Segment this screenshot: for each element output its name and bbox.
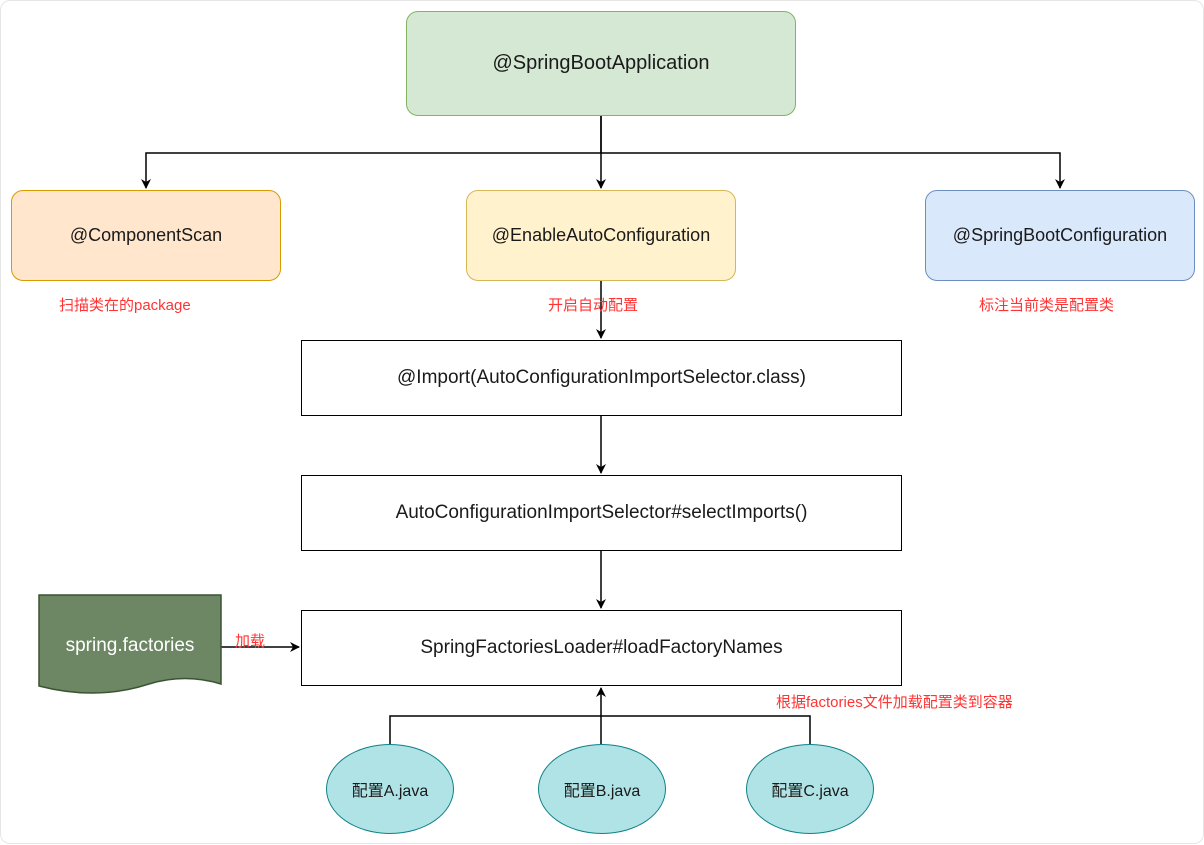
load-to-container-note: 根据factories文件加载配置类到容器 <box>776 694 1013 711</box>
component-scan-label: @ComponentScan <box>69 225 223 245</box>
select-imports-label: AutoConfigurationImportSelector#selectIm… <box>395 502 808 523</box>
config-a-node: 配置A.java <box>326 744 454 834</box>
config-a-label: 配置A.java <box>351 783 429 800</box>
component-scan-note: 扫描类在的package <box>59 297 191 314</box>
enable-auto-configuration-note: 开启自动配置 <box>548 297 639 314</box>
enable-auto-configuration-label: @EnableAutoConfiguration <box>491 225 711 245</box>
spring-boot-configuration-label: @SpringBootConfiguration <box>952 225 1168 245</box>
edge-config-a-to-loader <box>389 715 601 744</box>
spring-boot-configuration-node: @SpringBootConfiguration <box>925 190 1195 281</box>
spring-boot-application-label: @SpringBootApplication <box>492 52 710 74</box>
edge-config-c-to-loader <box>601 715 811 744</box>
edge-app-to-spring-boot-configuration <box>601 152 1065 189</box>
spring-boot-application-node: @SpringBootApplication <box>406 11 796 116</box>
config-b-node: 配置B.java <box>538 744 666 834</box>
component-scan-node: @ComponentScan <box>11 190 281 281</box>
config-b-label: 配置B.java <box>563 783 641 800</box>
import-node: @Import(AutoConfigurationImportSelector.… <box>301 340 902 416</box>
config-c-label: 配置C.java <box>771 783 849 800</box>
factories-loader-label: SpringFactoriesLoader#loadFactoryNames <box>420 637 783 658</box>
spring-boot-configuration-note: 标注当前类是配置类 <box>979 297 1115 314</box>
spring-factories-label: spring.factories <box>65 635 195 656</box>
edge-app-to-component-scan <box>141 116 602 189</box>
select-imports-node: AutoConfigurationImportSelector#selectIm… <box>301 475 902 551</box>
enable-auto-configuration-node: @EnableAutoConfiguration <box>466 190 736 281</box>
import-label: @Import(AutoConfigurationImportSelector.… <box>397 367 806 388</box>
factories-loader-node: SpringFactoriesLoader#loadFactoryNames <box>301 610 902 686</box>
spring-factories-document-shape <box>38 594 222 694</box>
config-c-node: 配置C.java <box>746 744 874 834</box>
load-note: 加载 <box>235 633 266 650</box>
